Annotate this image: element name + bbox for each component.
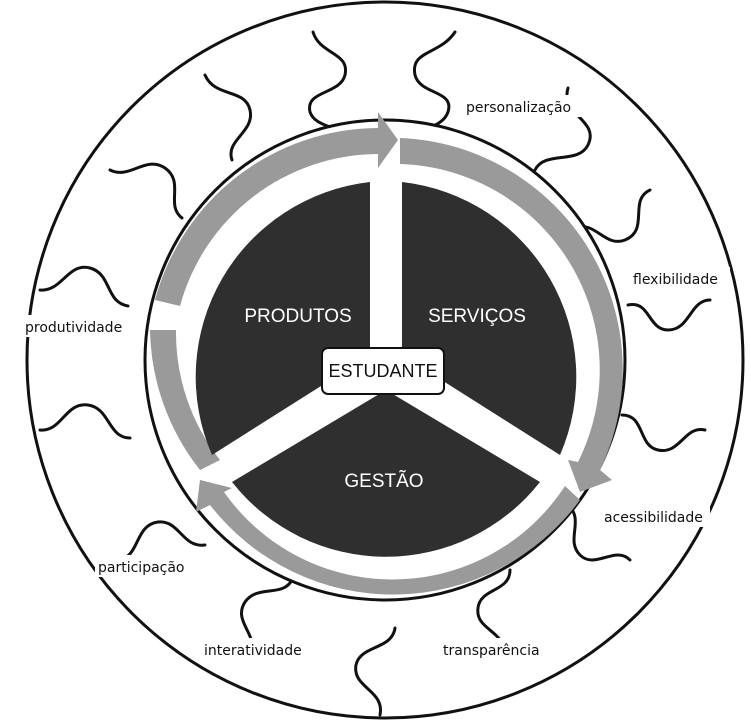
outer-label-produtividade: produtividade [25, 320, 122, 336]
outer-label-personalizacao: personalização [466, 100, 571, 116]
outer-label-interatividade: interatividade [204, 643, 302, 659]
sector-label-servicos: SERVIÇOS [428, 306, 526, 327]
outer-label-transparencia: transparência [443, 643, 540, 659]
center-label: ESTUDANTE [328, 361, 437, 381]
outer-label-participacao: participação [98, 560, 185, 576]
sector-label-gestao: GESTÃO [344, 470, 423, 492]
outer-label-flexibilidade: flexibilidade [633, 272, 718, 288]
outer-label-acessibilidade: acessibilidade [604, 510, 703, 526]
sector-label-produtos: PRODUTOS [244, 306, 351, 327]
